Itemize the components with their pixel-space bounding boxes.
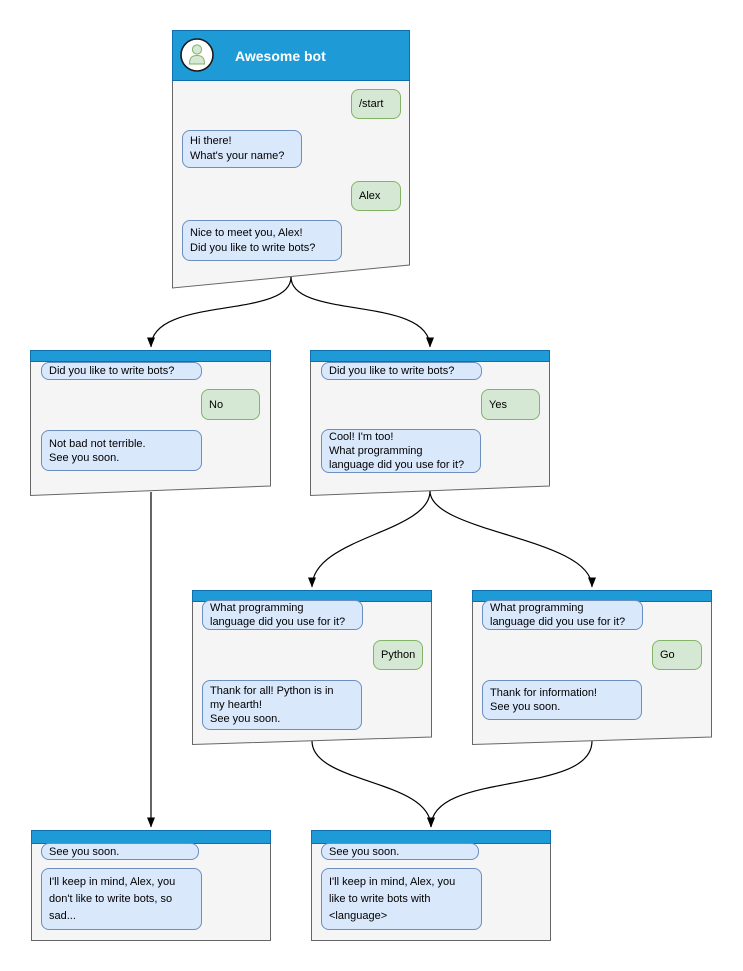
window-titlebar: [31, 830, 271, 844]
bot-message-bubble: What programming language did you use fo…: [202, 600, 363, 630]
bot-avatar: [180, 38, 214, 72]
bot-message-bubble: What programming language did you use fo…: [482, 600, 643, 630]
bot-message-bubble: Cool! I'm too! What programming language…: [321, 429, 481, 473]
bot-message-bubble: See you soon.: [41, 843, 199, 860]
edge-python-to-end: [311, 740, 435, 828]
chat-window-end-no: See you soon. I'll keep in mind, Alex, y…: [31, 830, 271, 941]
bot-message-bubble: Nice to meet you, Alex! Did you like to …: [182, 220, 342, 261]
user-message-bubble: /start: [351, 89, 401, 119]
bot-message-bubble: Did you like to write bots?: [321, 362, 482, 380]
chat-window-go: What programming language did you use fo…: [472, 590, 712, 746]
window-title: Awesome bot: [235, 48, 326, 64]
user-message-bubble: Yes: [481, 389, 540, 420]
bot-message-bubble: I'll keep in mind, Alex, you don't like …: [41, 868, 202, 930]
chat-window-python: What programming language did you use fo…: [192, 590, 432, 746]
user-message-bubble: No: [201, 389, 260, 420]
edge-yes-to-python: [308, 490, 431, 588]
window-titlebar: [311, 830, 551, 844]
bot-message-bubble: Thank for all! Python is in my hearth! S…: [202, 680, 362, 730]
edge-go-to-end: [427, 740, 593, 828]
bot-message-bubble: I'll keep in mind, Alex, you like to wri…: [321, 868, 482, 930]
bot-message-bubble: See you soon.: [321, 843, 479, 860]
user-message-bubble: Python: [373, 640, 423, 670]
chat-window-no: Did you like to write bots? No Not bad n…: [30, 350, 271, 497]
person-icon: [188, 44, 206, 65]
window-titlebar: [30, 350, 271, 362]
chat-window-yes: Did you like to write bots? Yes Cool! I'…: [310, 350, 550, 497]
user-message-bubble: Alex: [351, 181, 401, 211]
edge-yes-to-go: [429, 490, 596, 588]
chat-window-start: Awesome bot /start Hi there! What's your…: [172, 30, 410, 289]
bot-message-bubble: Hi there! What's your name?: [182, 130, 302, 168]
chat-window-end-yes: See you soon. I'll keep in mind, Alex, y…: [311, 830, 551, 941]
bot-message-bubble: Did you like to write bots?: [41, 362, 202, 380]
bot-message-bubble: Thank for information! See you soon.: [482, 680, 642, 720]
user-message-bubble: Go: [652, 640, 702, 670]
window-titlebar: [310, 350, 550, 362]
bot-message-bubble: Not bad not terrible. See you soon.: [41, 430, 202, 471]
